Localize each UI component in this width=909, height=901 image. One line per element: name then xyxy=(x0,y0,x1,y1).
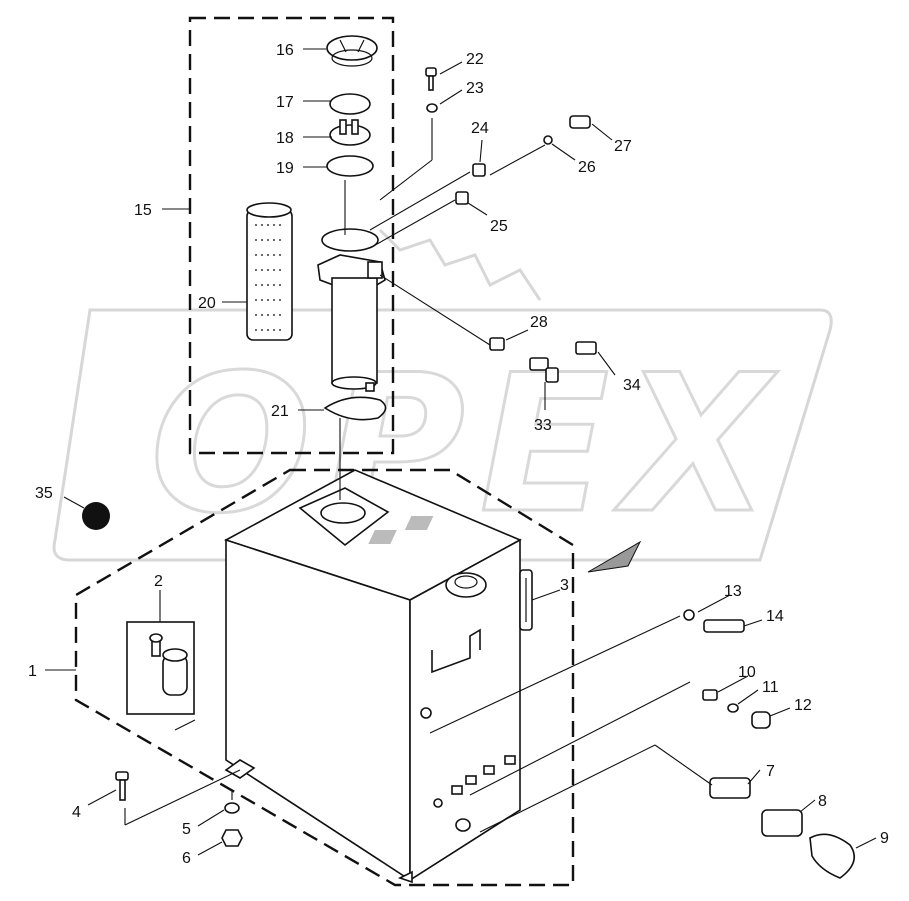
callout-34: 34 xyxy=(623,377,641,394)
callout-5: 5 xyxy=(182,821,191,838)
leader-lines xyxy=(45,48,877,856)
callout-1: 1 xyxy=(28,663,37,680)
callout-18: 18 xyxy=(276,130,294,147)
callout-35: 35 xyxy=(35,485,53,502)
watermark: OPEX xyxy=(52,228,833,631)
hydraulic-tank xyxy=(223,469,522,884)
pressure-switch-27 xyxy=(569,115,591,129)
screw-22 xyxy=(425,67,437,91)
callout-25: 25 xyxy=(490,218,508,235)
callout-7: 7 xyxy=(766,763,775,780)
tee-fitting-33 xyxy=(529,357,559,383)
callout-13: 13 xyxy=(724,583,742,600)
o-ring-upper xyxy=(329,93,371,115)
watermark-text: OPEX xyxy=(150,334,779,555)
tank-assembly-frame xyxy=(74,468,575,887)
hose-nipple-14 xyxy=(703,619,745,633)
fitting-28 xyxy=(489,337,505,351)
direction-arrow xyxy=(368,516,642,573)
coupling-8 xyxy=(761,809,803,837)
seal-26 xyxy=(543,135,553,145)
reducer-10 xyxy=(702,689,718,701)
breather-inset xyxy=(126,621,195,715)
callout-19: 19 xyxy=(276,160,294,177)
callout-20: 20 xyxy=(198,295,216,312)
callout-15: 15 xyxy=(134,202,152,219)
callout-23: 23 xyxy=(466,80,484,97)
callout-33: 33 xyxy=(534,417,552,434)
filter-insert xyxy=(329,119,371,146)
washer-5 xyxy=(224,802,240,814)
plug-24 xyxy=(472,163,486,177)
callout-12: 12 xyxy=(794,697,812,714)
callout-24: 24 xyxy=(471,120,489,137)
callout-4: 4 xyxy=(72,804,81,821)
washer-11 xyxy=(727,703,739,713)
callout-26: 26 xyxy=(578,159,596,176)
callout-8: 8 xyxy=(818,793,827,810)
washer-23 xyxy=(426,103,438,113)
plug-25 xyxy=(455,191,469,205)
nut-6 xyxy=(221,829,243,847)
filter-assembly-frame xyxy=(188,16,395,455)
callout-14: 14 xyxy=(766,608,784,625)
callout-16: 16 xyxy=(276,42,294,59)
fitting-34 xyxy=(575,341,597,355)
callout-17: 17 xyxy=(276,94,294,111)
callout-3: 3 xyxy=(560,577,569,594)
callout-10: 10 xyxy=(738,664,756,681)
callout-2: 2 xyxy=(154,573,163,590)
filter-housing xyxy=(317,228,386,392)
callout-22: 22 xyxy=(466,51,484,68)
cap-nut-12 xyxy=(751,711,771,729)
o-ring-lower xyxy=(326,155,374,177)
flange-gasket xyxy=(323,396,387,421)
callout-28: 28 xyxy=(530,314,548,331)
filter-cap xyxy=(326,35,378,67)
marker-35 xyxy=(82,502,110,530)
adapter-7 xyxy=(709,777,751,799)
bolt-4 xyxy=(115,771,129,801)
callout-6: 6 xyxy=(182,850,191,867)
callout-9: 9 xyxy=(880,830,889,847)
seal-13 xyxy=(683,609,695,621)
callout-21: 21 xyxy=(271,403,289,420)
dust-cap-9 xyxy=(809,833,856,879)
callout-11: 11 xyxy=(762,679,779,696)
filter-element xyxy=(246,202,293,341)
callout-27: 27 xyxy=(614,138,632,155)
callout-labels: 1 2 3 4 5 6 7 8 9 10 11 12 13 14 15 16 1… xyxy=(28,42,889,867)
